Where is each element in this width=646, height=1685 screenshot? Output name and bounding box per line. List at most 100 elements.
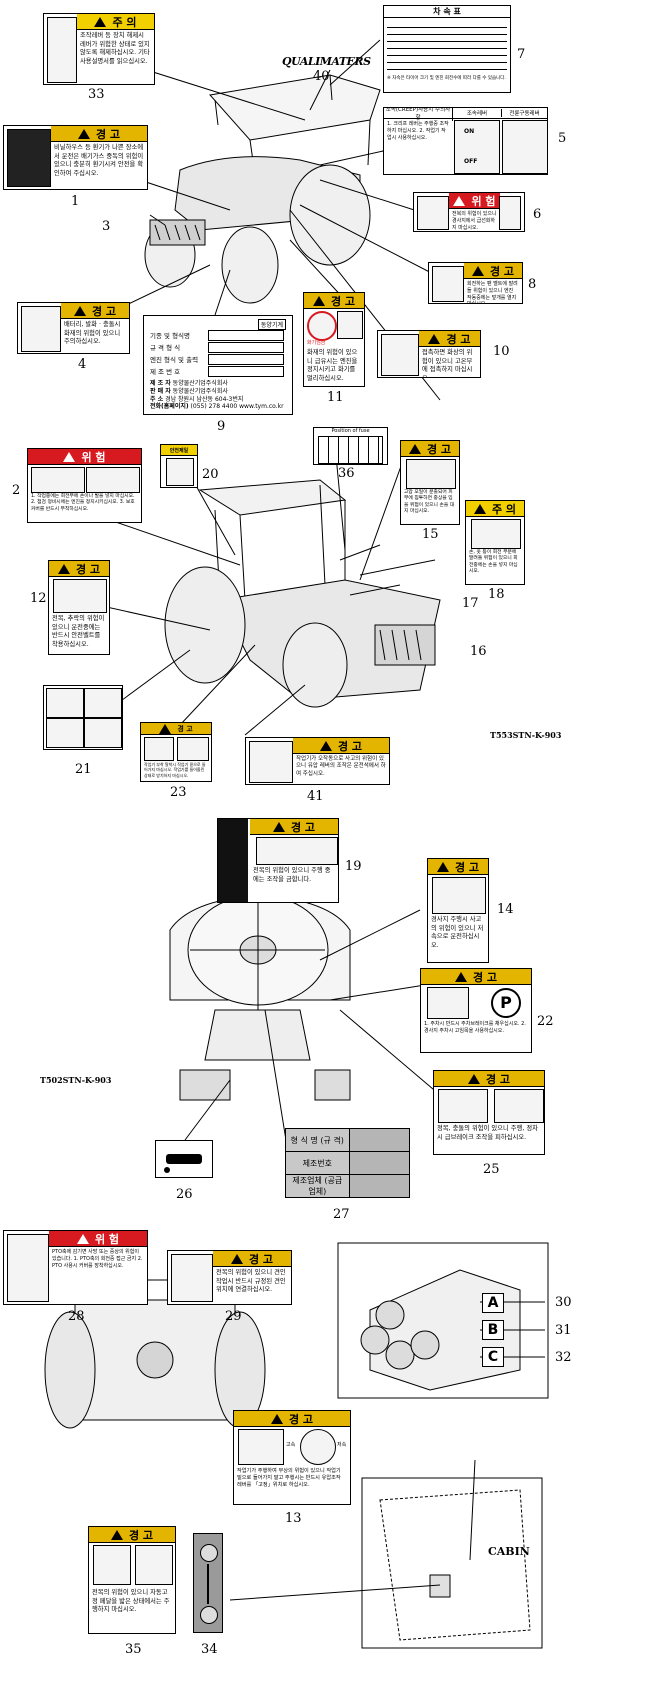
exhaust-gas-icon xyxy=(7,129,51,187)
parking-tractor-icon xyxy=(427,987,469,1019)
warning-triangle-icon xyxy=(408,443,421,454)
callout-35: 35 xyxy=(125,1642,142,1657)
label-2: 위 험 1. 작업중에는 회전부에 손이나 발을 넣지 마십시오. 2. 점검 … xyxy=(27,448,142,523)
label-12-text: 전복, 추락의 위험이 있으니 운전중에는 반드시 안전벨트를 착용하십시오. xyxy=(52,615,105,648)
label-15-text: 고압 오일이 분출되어 피부에 침투하면 중상을 입을 위험이 있으니 손을 대… xyxy=(404,490,455,515)
brake-collision-icon xyxy=(438,1089,488,1123)
label-5-title: 조속(CREEP)사용시 주의사항 xyxy=(384,108,453,121)
warning-triangle-icon xyxy=(436,861,449,872)
label-5-col3: 전륜구동레버 xyxy=(509,111,540,117)
callout-16: 16 xyxy=(470,644,487,659)
label-19: 경 고 전복의 위험이 있으니 주행 중에는 조작을 금합니다. xyxy=(217,818,339,903)
label-8-text: 회전하는 팬 벨트에 말려들 위험이 있으니 엔진 작동중에는 덮개를 열지 마… xyxy=(467,281,518,303)
pictogram-21-a xyxy=(46,688,84,718)
hydraulic-lever-icon xyxy=(249,741,293,783)
label-6: 위 험 전복의 위험이 있으니 경사지에서 급선회하지 마십시오. xyxy=(413,192,525,232)
label-10-text: 접촉하면 화상의 위험이 있으니 고온부에 접촉하지 마십시오. xyxy=(422,349,473,378)
label-7-title: 차 속 표 xyxy=(384,6,510,18)
label-15-header: 경 고 xyxy=(401,441,459,457)
label-6-header: 위 험 xyxy=(449,193,500,209)
callout-1: 1 xyxy=(71,194,80,209)
warning-triangle-icon xyxy=(428,333,441,344)
implement-drop-icon xyxy=(238,1429,284,1465)
safety-manual-icon xyxy=(166,458,194,486)
callout-6: 6 xyxy=(533,207,542,222)
label-36: Position of fuse xyxy=(313,427,388,465)
warning-triangle-icon xyxy=(230,1253,243,1264)
callout-17: 17 xyxy=(462,596,479,611)
label-4-text: 배터리, 발화 · 충돌시 화재의 위험이 있으니 주의하십시오. xyxy=(64,321,121,345)
label-13: 경 고 고속 저속 작업기가 주행하여 부상의 위험이 있으니 작업기 밑으로 … xyxy=(233,1410,351,1505)
warning-triangle-icon xyxy=(312,295,325,306)
front-drive-lever-icon xyxy=(502,120,547,174)
nameplate-row-engine: 엔진 형식 및 출력 xyxy=(150,353,290,365)
warning-triangle-icon xyxy=(57,563,70,574)
label-4-header: 경 고 xyxy=(61,303,129,319)
label-19-text: 전복의 위험이 있으니 주행 중에는 조작을 금합니다. xyxy=(253,867,331,883)
valve-label-b: B xyxy=(482,1320,504,1340)
label-5-on: ON xyxy=(464,128,475,135)
callout-31: 31 xyxy=(555,1323,572,1338)
cabin-label: CABIN xyxy=(488,1545,530,1558)
callout-21: 21 xyxy=(75,762,92,777)
label-11: 경 고 화기엄금 화재의 위험이 있으니 급유시는 엔진을 정지시키고 화기를 … xyxy=(303,292,365,387)
implement-hitch-icon xyxy=(144,737,174,761)
label-13-text: 작업기가 주행하여 부상의 위험이 있으니 작업기 밑으로 들어가지 말고 주행… xyxy=(237,1468,341,1489)
warning-triangle-icon xyxy=(73,305,86,316)
label-35: 경 고 전복의 위험이 있으니 자동고정 페달을 밟은 상태에서는 주행하지 마… xyxy=(88,1526,176,1634)
callout-13: 13 xyxy=(285,1511,302,1526)
towing-tractor-icon xyxy=(171,1254,213,1302)
warning-triangle-icon xyxy=(471,265,484,276)
callout-41: 41 xyxy=(307,789,324,804)
nameplate-address: 주 소 경남 창원시 남산동 604-3번지 xyxy=(150,395,244,403)
label-9-nameplate: 동양기계 기종 및 형식명 규 격 형 식 엔진 형식 및 출력 제 조 번 호… xyxy=(143,315,293,415)
slope-driving-icon xyxy=(432,877,486,914)
danger-triangle-icon xyxy=(63,451,76,462)
callout-20: 20 xyxy=(202,467,219,482)
label-12-header: 경 고 xyxy=(49,561,109,577)
callout-33: 33 xyxy=(88,87,105,102)
label-20: 안전제일 xyxy=(160,444,198,488)
callout-3: 3 xyxy=(102,219,111,234)
nameplate-maker: 제 조 자 동양물산기업주식회사 xyxy=(150,380,228,387)
label-10-header: 경 고 xyxy=(419,331,480,347)
steering-lever-icon xyxy=(256,837,338,865)
label-18-header: 주 의 xyxy=(466,501,524,517)
valve-label-a: A xyxy=(482,1293,504,1313)
label-14-header: 경 고 xyxy=(428,859,488,875)
label-29-header: 경 고 xyxy=(213,1251,291,1267)
label-1-header: 경 고 xyxy=(51,126,147,142)
auto-lock-pedal-icon xyxy=(93,1545,131,1585)
callout-10: 10 xyxy=(493,344,510,359)
callout-34: 34 xyxy=(201,1642,218,1657)
callout-25: 25 xyxy=(483,1162,500,1177)
hot-surface-icon xyxy=(381,334,419,376)
pictogram-21-c xyxy=(46,718,84,748)
label-29: 경 고 전복의 위험이 있으니 견인 작업시 반드시 규정된 견인 위치에 연결… xyxy=(167,1250,292,1305)
rollover-seatbelt-icon xyxy=(53,579,107,613)
label-13-lo: 저속 xyxy=(337,1442,347,1448)
arrow-down-icon xyxy=(207,1564,209,1604)
label-26 xyxy=(155,1140,213,1178)
label-41-header: 경 고 xyxy=(293,738,389,754)
callout-15: 15 xyxy=(422,527,439,542)
label-21 xyxy=(43,685,123,750)
arrow-bottom-icon xyxy=(200,1606,218,1624)
label-33: 주 의 조작레버 등 장치 해제시 레버가 위험한 상태로 있지 않도록 해제하… xyxy=(43,13,155,85)
label-7-note: ※ 차속은 타이어 크기 및 엔진 회전수에 따라 다를 수 있습니다. xyxy=(387,76,506,81)
warning-triangle-icon xyxy=(94,16,107,27)
label-18-text: 손, 옷 등이 회전 부분에 말려들 위험이 있으니 회전중에는 손을 넣지 마… xyxy=(469,550,518,575)
label-14-text: 경사지 주행시 사고의 위험이 있으니 저속으로 운전하십시오. xyxy=(431,916,484,949)
arrow-top-icon xyxy=(200,1544,218,1562)
label-23-header: 경 고 xyxy=(141,723,211,735)
label-23: 경 고 작업기 부착 탈착시 작업기 밑으로 들어가지 마십시오. 작업기를 들… xyxy=(140,722,212,782)
battery-icon xyxy=(21,306,61,352)
danger-triangle-icon xyxy=(453,195,466,206)
brake-lock-icon xyxy=(135,1545,173,1585)
nameplate-tel: 전화(홈페이지) (055) 278 4400 www.tym.co.kr xyxy=(150,403,284,411)
warning-triangle-icon xyxy=(272,821,285,832)
label-7: 차 속 표 ※ 차속은 타이어 크기 및 엔진 회전수에 따라 다를 수 있습니… xyxy=(383,5,511,93)
tractor-rear-icon xyxy=(86,467,140,493)
label-5-col2: 조속레버 xyxy=(453,109,502,117)
